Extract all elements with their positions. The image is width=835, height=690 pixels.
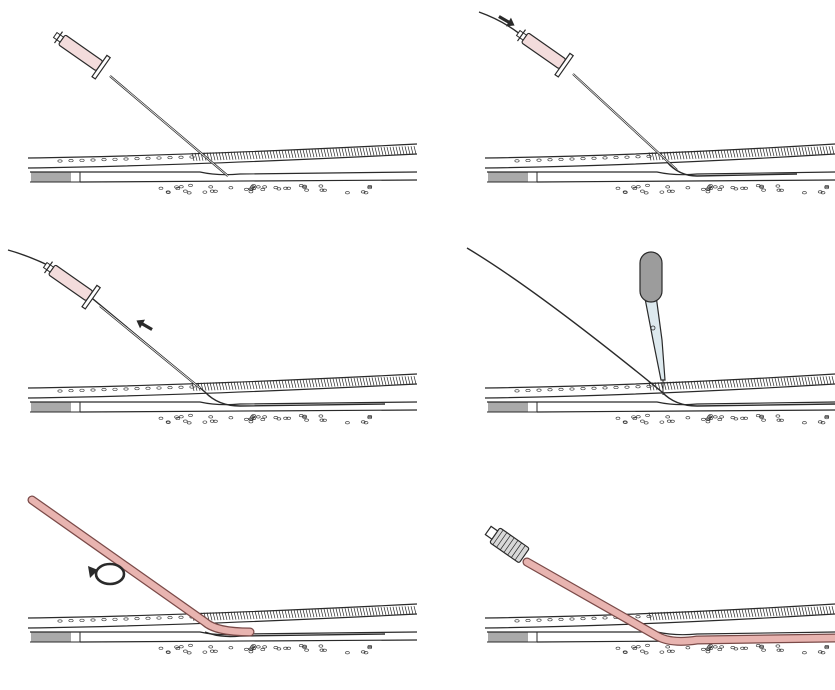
panel-6-sheath-placement	[457, 460, 835, 690]
muscle-hatch	[487, 172, 537, 182]
skin-layer	[28, 144, 417, 168]
tissue-layers	[485, 374, 835, 424]
panel-3-needle-removal	[0, 230, 417, 460]
muscle-hatch	[30, 632, 80, 642]
muscle-hatch	[487, 632, 537, 642]
syringe	[44, 262, 101, 309]
muscle-hatch	[30, 172, 80, 182]
skin-layer	[485, 144, 835, 168]
skin-layer	[28, 604, 417, 628]
rotate-arrow-icon	[88, 564, 124, 584]
sheath-hub	[485, 526, 529, 563]
tissue-layers	[485, 604, 835, 654]
advance-arrow-icon	[499, 17, 517, 30]
vessel-wall	[487, 402, 835, 412]
tissue-layers	[28, 144, 417, 194]
muscle-hatch	[487, 402, 537, 412]
syringe	[54, 32, 111, 79]
subcutaneous-granules	[159, 184, 372, 194]
subcutaneous-granules	[159, 644, 372, 654]
vessel-wall	[487, 172, 835, 182]
tissue-layers	[28, 374, 417, 424]
dilator-tube	[32, 500, 250, 632]
skin-layer	[28, 374, 417, 398]
subcutaneous-granules	[616, 644, 829, 654]
subcutaneous-granules	[616, 184, 829, 194]
panel-1-needle-puncture	[0, 0, 417, 230]
tissue-layers	[485, 144, 835, 194]
scalpel	[640, 252, 665, 395]
skin-layer	[485, 604, 835, 628]
panel-4-skin-incision	[457, 230, 835, 460]
panel-5-dilation	[0, 460, 417, 690]
muscle-hatch	[30, 402, 80, 412]
syringe	[517, 30, 574, 77]
sheath-tube	[527, 562, 835, 641]
subcutaneous-granules	[616, 414, 829, 424]
withdraw-arrow-icon	[134, 316, 152, 329]
panel-2-guidewire-insertion	[457, 0, 835, 230]
subcutaneous-granules	[159, 414, 372, 424]
